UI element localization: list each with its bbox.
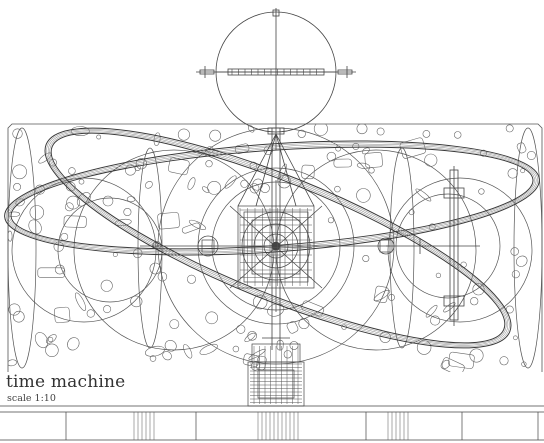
drawing-title: time machine [6,372,126,392]
side-ellipses [7,127,543,369]
floor-bars [133,412,409,440]
outer-frame [7,123,543,372]
right-axle [386,166,480,326]
central-mast [237,127,315,350]
floor-base [0,405,544,441]
top-dial [196,8,356,150]
drawing-scale: scale 1:10 [7,393,56,404]
central-hub [197,180,395,312]
hub-detail-lines [239,208,312,286]
orbital-rings [4,127,540,349]
pedestal-hatch [250,346,302,404]
top-dial-ticks [231,69,317,75]
gear-holes [8,124,536,372]
